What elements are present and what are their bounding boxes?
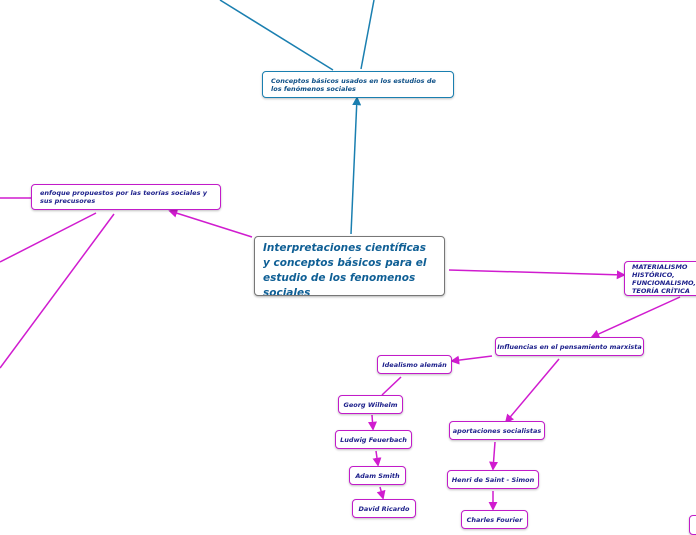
link-conceptos-offscreen-left bbox=[219, 0, 334, 71]
node-aportaciones-socialistas-label: aportaciones socialistas bbox=[452, 426, 542, 435]
link-georg-to-ludwig bbox=[367, 414, 377, 431]
node-charles-fourier-label: Charles Fourier bbox=[466, 516, 523, 524]
link-adam-to-david bbox=[376, 486, 386, 500]
link-influencias-to-idealismo bbox=[450, 355, 493, 365]
node-enfoque-teorias[interactable]: enfoque propuestos por las teorías socia… bbox=[31, 184, 221, 210]
node-adam-smith[interactable]: Adam Smith bbox=[349, 466, 406, 485]
node-henri-saint-simon-label: Henri de Saint - Simon bbox=[451, 475, 535, 484]
link-central-to-enfoque bbox=[168, 208, 253, 238]
link-conceptos-offscreen-top bbox=[360, 0, 375, 70]
node-offscreen-corner[interactable] bbox=[689, 515, 696, 535]
link-aportaciones-to-henri bbox=[489, 441, 499, 471]
link-idealismo-to-georg bbox=[381, 376, 402, 396]
connection-lines bbox=[0, 0, 681, 511]
link-enfoque-offscreen-2 bbox=[0, 212, 97, 263]
node-influencias-marxista[interactable]: Influencias en el pensamiento marxista bbox=[495, 337, 644, 356]
link-central-to-materialismo bbox=[448, 269, 626, 280]
node-henri-saint-simon[interactable]: Henri de Saint - Simon bbox=[447, 470, 539, 489]
node-influencias-marxista-label: Influencias en el pensamiento marxista bbox=[497, 342, 642, 351]
node-central-topic-label: Interpretaciones científicas y conceptos… bbox=[263, 242, 427, 296]
node-david-ricardo[interactable]: David Ricardo bbox=[352, 499, 416, 518]
node-idealismo-aleman[interactable]: Idealismo alemán bbox=[377, 355, 452, 374]
node-central-topic[interactable]: Interpretaciones científicas y conceptos… bbox=[254, 236, 445, 296]
node-materialismo-label: MATERIALISMO HISTÓRICO, FUNCIONALISMO, T… bbox=[632, 262, 696, 295]
node-materialismo[interactable]: MATERIALISMO HISTÓRICO, FUNCIONALISMO, T… bbox=[624, 261, 696, 296]
node-conceptos-basicos-label: Conceptos básicos usados en los estudios… bbox=[271, 76, 436, 93]
node-enfoque-teorias-label: enfoque propuestos por las teorías socia… bbox=[40, 189, 207, 205]
node-idealismo-aleman-label: Idealismo alemán bbox=[382, 360, 447, 369]
link-influencias-to-aportaciones bbox=[504, 358, 560, 424]
node-aportaciones-socialistas[interactable]: aportaciones socialistas bbox=[449, 421, 545, 440]
node-david-ricardo-label: David Ricardo bbox=[358, 504, 410, 513]
node-ludwig-feuerbach[interactable]: Ludwig Feuerbach bbox=[335, 430, 412, 449]
node-conceptos-basicos[interactable]: Conceptos básicos usados en los estudios… bbox=[262, 71, 454, 98]
link-central-to-conceptos bbox=[350, 96, 362, 235]
node-georg-wilhelm[interactable]: Georg Wilhelm bbox=[338, 395, 403, 414]
link-materialismo-to-influencias bbox=[590, 296, 681, 339]
node-ludwig-feuerbach-label: Ludwig Feuerbach bbox=[340, 435, 407, 444]
link-ludwig-to-adam bbox=[372, 450, 382, 467]
node-adam-smith-label: Adam Smith bbox=[355, 471, 400, 480]
node-georg-wilhelm-label: Georg Wilhelm bbox=[343, 400, 398, 409]
link-enfoque-offscreen-3 bbox=[0, 213, 115, 369]
